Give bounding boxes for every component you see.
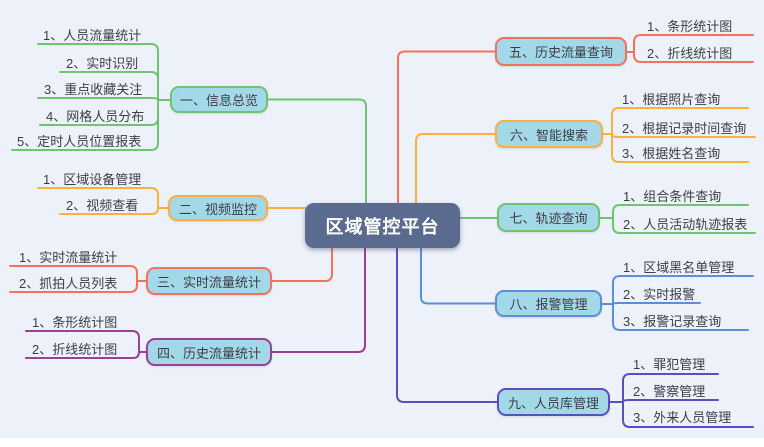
child-topic-2-2[interactable]: 2、视频查看 xyxy=(66,198,139,213)
child-topic-9-2[interactable]: 2、警察管理 xyxy=(633,384,706,399)
child-topic-7-2[interactable]: 2、人员活动轨迹报表 xyxy=(623,217,748,232)
branch-topic-8[interactable]: 八、报警管理 xyxy=(495,290,602,317)
child-topic-3-1[interactable]: 1、实时流量统计 xyxy=(19,250,118,265)
branch-topic-2[interactable]: 二、视频监控 xyxy=(168,195,268,221)
branch-topic-6[interactable]: 六、智能搜索 xyxy=(495,120,603,148)
branch-topic-7[interactable]: 七、轨迹查询 xyxy=(497,203,600,232)
child-topic-8-2[interactable]: 2、实时报警 xyxy=(623,287,696,302)
child-topic-2-1[interactable]: 1、区域设备管理 xyxy=(43,172,142,187)
branch-topic-9[interactable]: 九、人员库管理 xyxy=(497,388,610,416)
child-topic-8-1[interactable]: 1、区域黑名单管理 xyxy=(623,260,735,275)
child-topic-8-3[interactable]: 3、报警记录查询 xyxy=(623,314,722,329)
child-topic-1-3[interactable]: 3、重点收藏关注 xyxy=(44,82,143,97)
child-topic-9-1[interactable]: 1、罪犯管理 xyxy=(633,357,706,372)
child-topic-4-2[interactable]: 2、折线统计图 xyxy=(32,342,118,357)
child-topic-4-1[interactable]: 1、条形统计图 xyxy=(32,315,118,330)
branch-topic-3[interactable]: 三、实时流量统计 xyxy=(146,267,272,295)
branch-topic-4[interactable]: 四、历史流量统计 xyxy=(146,338,272,366)
child-topic-1-4[interactable]: 4、网格人员分布 xyxy=(46,109,145,124)
child-topic-5-2[interactable]: 2、折线统计图 xyxy=(647,46,733,61)
child-topic-5-1[interactable]: 1、条形统计图 xyxy=(647,19,733,34)
child-topic-6-1[interactable]: 1、根据照片查询 xyxy=(622,92,721,107)
child-topic-6-2[interactable]: 2、根据记录时间查询 xyxy=(622,121,747,136)
branch-topic-1[interactable]: 一、信息总览 xyxy=(170,86,268,113)
child-topic-9-3[interactable]: 3、外来人员管理 xyxy=(633,410,732,425)
branch-topic-5[interactable]: 五、历史流量查询 xyxy=(495,37,627,66)
child-topic-1-1[interactable]: 1、人员流量统计 xyxy=(43,28,142,43)
child-topic-7-1[interactable]: 1、组合条件查询 xyxy=(623,189,722,204)
child-topic-6-3[interactable]: 3、根据姓名查询 xyxy=(622,146,721,161)
root-topic[interactable]: 区域管控平台 xyxy=(305,203,460,248)
child-topic-3-2[interactable]: 2、抓拍人员列表 xyxy=(19,276,118,291)
child-topic-1-5[interactable]: 5、定时人员位置报表 xyxy=(17,134,142,149)
child-topic-1-2[interactable]: 2、实时识别 xyxy=(66,56,139,71)
